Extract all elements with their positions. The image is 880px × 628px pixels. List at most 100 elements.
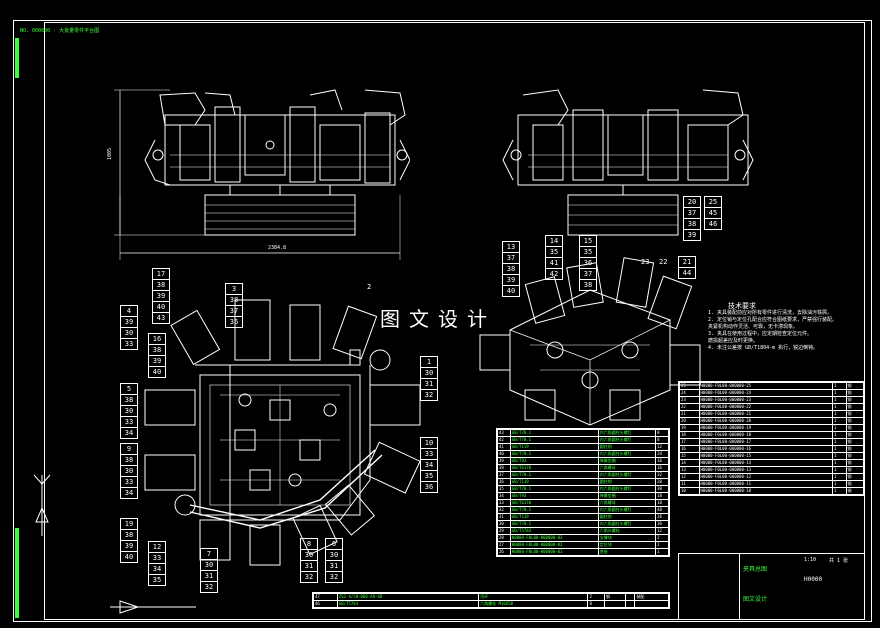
bom-cell: 10 <box>679 487 700 495</box>
bom-cell: 圆柱销 <box>597 478 657 486</box>
bom-cell: 42 <box>497 436 511 444</box>
bom-cell: H0000-F0L00-000000-01 <box>509 548 599 556</box>
bom-cell: 36 <box>497 478 511 486</box>
bom-cell: H0000-F0L00-000000-15 <box>698 452 834 460</box>
notes-line: 夹紧机构动作灵活、可靠，无卡滞现象。 <box>708 324 799 330</box>
left-arrow-marker <box>33 474 51 536</box>
bom-cell: 装配 <box>634 593 669 601</box>
bom-cell: 20 <box>655 478 669 486</box>
bom-cell: 钢 <box>845 473 865 481</box>
bom-cell: H0000-F0L00-000000-13 <box>698 466 834 474</box>
bom-cell: GB/T6170 <box>509 464 599 472</box>
bom-cell: 16 <box>655 464 669 472</box>
height-dimension: 1005 <box>107 147 114 161</box>
bom-cell: 12 <box>655 443 669 451</box>
watermark-text: 图文设计 <box>380 307 496 331</box>
bom-cell: H0000-F0L00-000000-19 <box>698 424 834 432</box>
bom-cell: 36 <box>655 520 669 528</box>
bom-cell: 内六角圆柱头螺钉 <box>597 520 657 528</box>
bom-cell: 圆柱销 <box>597 443 657 451</box>
bom-cell: 29 <box>497 527 511 535</box>
bom-cell: 1 <box>832 459 847 467</box>
bom-cell: 钢 <box>845 445 865 453</box>
bom-cell: 27 <box>497 541 511 549</box>
notes-line: 3. 夹具在使用过程中，应定期检查定位元件。 <box>708 331 813 337</box>
bom-cell: 2 <box>655 534 669 542</box>
bottom-arrow-marker <box>110 600 196 614</box>
bom-cell: 25 <box>679 382 700 390</box>
bom-cell: 24 <box>655 450 669 458</box>
bom-cell: 钢 <box>845 480 865 488</box>
bom-cell: H0000-F0L00-000000-10 <box>698 487 834 495</box>
bom-cell: 支撑块 <box>597 534 657 542</box>
bom-cell: 钢 <box>845 438 865 446</box>
width-dimension: 2384.8 <box>268 245 287 251</box>
bom-cell: 弹簧垫圈 <box>597 457 657 465</box>
bom-cell: 12 <box>679 473 700 481</box>
bom-cell: H0000-F0L00-000000-14 <box>698 459 834 467</box>
bom-cell: 钢 <box>845 466 865 474</box>
left-strip-bottom <box>15 528 47 618</box>
bom-cell: 1 <box>832 396 847 404</box>
bom-cell: 43 <box>497 429 511 437</box>
bom-cell: 六角头螺栓 <box>597 527 657 535</box>
bom-cell: 38 <box>497 464 511 472</box>
bom-cell: 底座 <box>597 548 657 556</box>
bom-cell: 钢 <box>845 382 865 390</box>
bom-cell: 28 <box>497 534 511 542</box>
bom-cell: 24 <box>679 389 700 397</box>
bom-cell: 32 <box>497 506 511 514</box>
bom-cell: GB/T5783 <box>336 600 480 608</box>
front-view-drawing <box>114 89 410 260</box>
bom-cell: GB/T70.1 <box>509 506 599 514</box>
bom-cell: H0000-F0L00-000000-18 <box>698 431 834 439</box>
bom-cell: 15 <box>679 452 700 460</box>
bom-cell: 1 <box>832 452 847 460</box>
bom-cell: 40 <box>655 506 669 514</box>
bom-cell: H0000-F0L00-000000-12 <box>698 473 834 481</box>
bom-cell: 定位块 <box>597 541 657 549</box>
bom-cell: 23 <box>679 396 700 404</box>
title-block-grid <box>679 554 740 619</box>
bom-cell: 39 <box>497 457 511 465</box>
bom-cell: 21 <box>679 410 700 418</box>
bom-cell: 31 <box>497 513 511 521</box>
bom-cell: 弹簧垫圈 <box>597 492 657 500</box>
notes-line: 磨损超差应及时更换。 <box>708 338 759 344</box>
notes-line: 2. 定位销与定位孔配合应符合图纸要求，严禁强行装配。 <box>708 317 838 323</box>
bom-cell: GB/T119 <box>509 513 599 521</box>
bom-cell: GB/T93 <box>509 492 599 500</box>
title-block: 夹具总图 图文设计 H0000 1:10 共 1 张 <box>678 553 865 620</box>
